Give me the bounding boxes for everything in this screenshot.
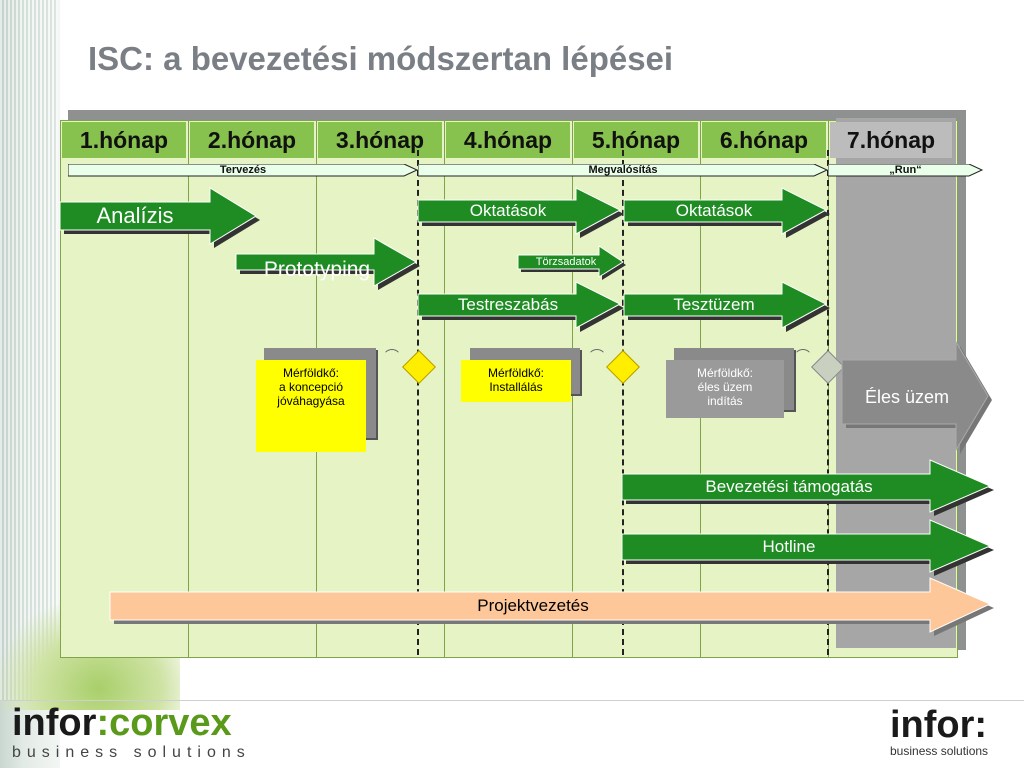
project-management-label: Projektvezetés [477, 596, 589, 615]
test-run-arrow: Tesztüzem [623, 281, 830, 332]
milestone-2-line2: Installálás [489, 380, 543, 394]
analysis-arrow: Analízis [59, 187, 260, 248]
arrow-shape [841, 340, 992, 454]
phase-planning-label: Tervezés [219, 164, 267, 176]
prototyping-label: Prototyping [236, 256, 398, 284]
phase-run-label: „Run“ [889, 164, 922, 176]
footer-divider [0, 700, 1024, 701]
month-3: 3.hónap [318, 122, 442, 158]
arrow-shape [59, 187, 260, 248]
infor-wordmark: infor: [890, 704, 988, 746]
live-operation-arrow: Éles üzem [841, 340, 992, 454]
prototyping-text: Prototyping [263, 258, 371, 281]
milestone-line-2 [622, 150, 624, 655]
arrow-shape [417, 281, 624, 332]
project-management-arrow: Projektvezetés [109, 577, 994, 636]
milestone-1-card: Mérföldkő: a koncepció jóváhagyása [256, 360, 366, 452]
milestone-3-card: Mérföldkő: éles üzem indítás [666, 360, 784, 418]
hotline-label: Hotline [762, 537, 816, 556]
customization-label: Testreszabás [457, 295, 559, 314]
trainings-label-1: Oktatások [469, 201, 547, 220]
master-data-label: Törzsadatok [535, 256, 597, 268]
phase-implementation: Megvalósítás [418, 164, 829, 177]
live-operation-label: Éles üzem [864, 387, 950, 407]
infor-corvex-tagline: business solutions [12, 744, 251, 761]
analysis-label: Analízis [96, 203, 174, 228]
month-1: 1.hónap [62, 122, 186, 158]
infor-corvex-logo: infor:corvex business solutions [12, 704, 251, 762]
trainings-arrow-2: Oktatások [623, 187, 830, 238]
prototyping-arrow: Prototyping [235, 237, 420, 290]
month-5: 5.hónap [574, 122, 698, 158]
milestone-line-1 [417, 150, 419, 655]
milestone-3-line1: Mérföldkő: [696, 366, 754, 380]
column-divider [444, 120, 445, 658]
phase-planning: Tervezés [68, 164, 419, 177]
phase-arrow-shape [828, 164, 984, 177]
trainings-arrow-1: Oktatások [417, 187, 624, 238]
phase-arrow-shape [418, 164, 829, 177]
arrow-shape [621, 519, 994, 576]
trainings-label-2: Oktatások [675, 201, 753, 220]
milestone-line-3 [827, 150, 829, 655]
connector-mark: ⌒ [590, 348, 604, 364]
milestone-2-card: Mérföldkő: Installálás [461, 360, 571, 402]
arrow-shape [109, 577, 994, 636]
month-7: 7.hónap [830, 122, 952, 158]
milestone-1-line1: Mérföldkő: [282, 366, 340, 380]
arrow-shape [621, 459, 994, 516]
arrow-shape [417, 187, 624, 238]
month-6: 6.hónap [702, 122, 826, 158]
phase-arrow-shape [68, 164, 419, 177]
hotline-arrow: Hotline [621, 519, 994, 576]
connector-mark: ⌒ [796, 348, 810, 364]
milestone-1-line2: a koncepció [278, 380, 344, 394]
master-data-arrow: Törzsadatok [517, 245, 626, 280]
arrow-shape [623, 187, 830, 238]
logo-corvex-text: corvex [109, 702, 232, 744]
milestone-2-line1: Mérföldkő: [487, 366, 545, 380]
logo-colon: : [96, 702, 110, 744]
phase-run: „Run“ [828, 164, 984, 177]
arrow-shape [235, 237, 420, 290]
customization-arrow: Testreszabás [417, 281, 624, 332]
month-2: 2.hónap [190, 122, 314, 158]
milestone-3-line3: indítás [707, 394, 743, 408]
support-label: Bevezetési támogatás [705, 477, 873, 496]
month-4: 4.hónap [446, 122, 570, 158]
phase-implementation-label: Megvalósítás [588, 164, 658, 176]
column-divider [188, 120, 189, 658]
connector-mark: ⌒ [385, 348, 399, 364]
infor-tagline: business solutions [890, 744, 989, 758]
arrow-shape [517, 245, 626, 280]
support-arrow: Bevezetési támogatás [621, 459, 994, 516]
background-stripes [0, 0, 58, 700]
milestone-1-line3: jóváhagyása [277, 394, 345, 408]
test-run-label: Tesztüzem [673, 295, 755, 314]
arrow-shape [623, 281, 830, 332]
milestone-3-line2: éles üzem [697, 380, 753, 394]
logo-infor-text: infor [12, 702, 97, 744]
page-title: ISC: a bevezetési módszertan lépései [88, 40, 674, 77]
infor-corvex-wordmark: infor:corvex [12, 704, 251, 742]
infor-logo: infor: business solutions [890, 706, 988, 758]
